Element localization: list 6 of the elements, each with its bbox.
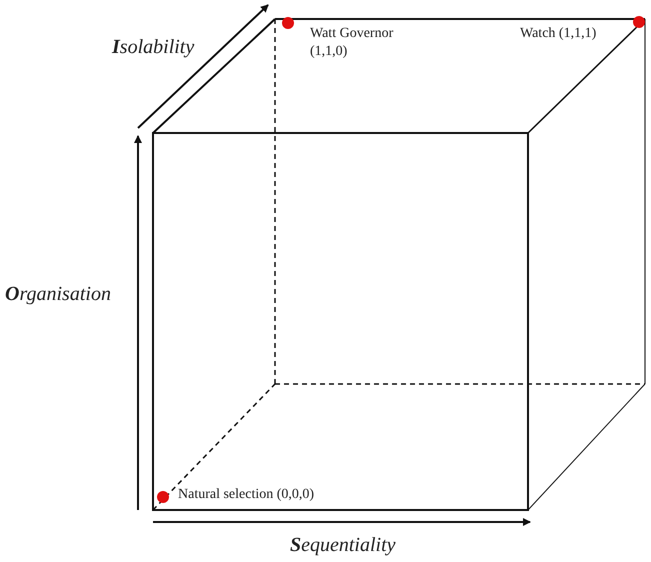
point-label: Watt Governor (1,1,0) (310, 25, 394, 61)
point-label: Watch (1,1,1) (520, 25, 596, 43)
axis-label: Isolability (112, 36, 194, 59)
axis-label: Sequentiality (290, 534, 396, 557)
point-label: Natural selection (0,0,0) (178, 486, 314, 504)
axis-label: Organisation (5, 283, 111, 306)
